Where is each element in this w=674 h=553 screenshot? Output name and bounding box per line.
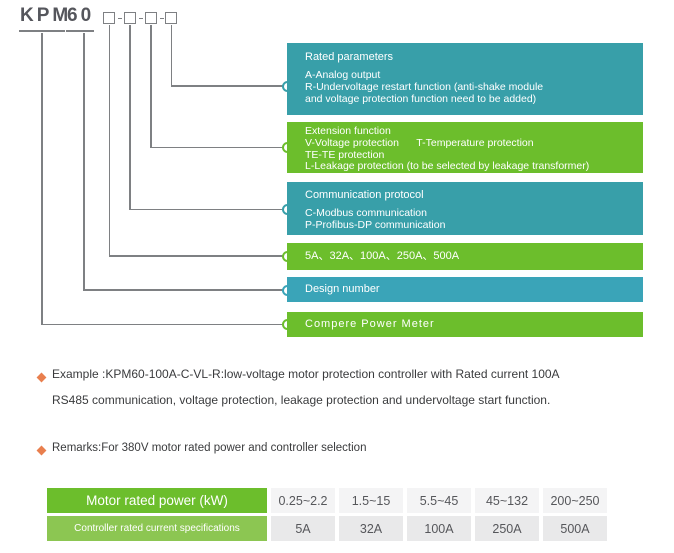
current-spec-cell: 5A [271,516,335,541]
model-placeholder-box-2 [123,12,136,24]
motor-power-cell: 45~132 [475,488,539,513]
number-underline [66,30,94,32]
box-line: P-Profibus-DP communication [305,218,446,231]
bullet-diamond-icon [36,445,47,456]
box-extension-function: Extension function V-Voltage protection … [287,122,643,173]
current-spec-cell: 32A [339,516,403,541]
table-header-current-spec: Controller rated current specifications [47,516,267,541]
box-line: V-Voltage protection T-Temperature prote… [305,136,534,149]
connector-line-field1 [108,25,111,257]
box-line: R-Undervoltage restart function (anti-sh… [305,80,544,93]
box-line: TE-TE protection [305,148,385,161]
box-title: 5A、32A、100A、250A、500A [305,250,460,262]
box-communication-protocol: Communication protocol C-Modbus communic… [287,182,643,235]
dash-separator [159,17,164,20]
prefix-underline [19,30,65,32]
box-compere-power-meter: Compere Power Meter [287,312,643,337]
motor-power-cell: 5.5~45 [407,488,471,513]
connector-line-field4 [170,25,173,87]
box-rated-parameters: Rated parameters A-Analog output R-Under… [287,43,643,115]
box-line: C-Modbus communication [305,207,427,219]
current-spec-cell: 100A [407,516,471,541]
box-design-number: Design number [287,277,643,302]
connector-line-meter [41,323,284,326]
model-number: 60 [67,5,95,26]
motor-power-cell: 0.25~2.2 [271,488,335,513]
connector-line-communication [129,208,284,211]
box-line: L-Leakage protection (to be selected by … [305,160,590,173]
connector-line-current [108,255,285,257]
model-placeholder-box-4 [165,12,177,24]
remarks-text: Remarks:For 380V motor rated power and c… [52,442,367,454]
example-line-2: RS485 communication, voltage protection,… [52,393,551,407]
connector-line-number [83,33,85,291]
selection-table: Motor rated power (kW) 0.25~2.2 1.5~15 5… [47,488,607,541]
box-title: Communication protocol [305,189,424,201]
model-placeholder-box-3 [144,12,157,24]
table-header-motor-power: Motor rated power (kW) [47,488,267,513]
bullet-diamond-icon [36,372,47,383]
box-title: Extension function [305,125,391,137]
connector-line-rated-params [170,85,284,87]
model-placeholder-box-1 [103,12,115,24]
box-current-ratings: 5A、32A、100A、250A、500A [287,243,643,270]
box-title: Compere Power Meter [305,318,435,330]
connector-line-prefix [41,33,43,325]
motor-power-cell: 1.5~15 [339,488,403,513]
connector-line-field3 [150,25,152,148]
motor-power-cell: 200~250 [543,488,607,513]
model-prefix: KPM [20,5,72,26]
connector-line-extension [150,146,284,149]
connector-line-design [83,289,284,291]
box-title: Rated parameters [305,51,394,63]
dash-separator [138,17,143,20]
box-title: Design number [305,283,380,295]
connector-line-field2 [129,25,131,210]
current-spec-cell: 500A [543,516,607,541]
example-line-1: Example :KPM60-100A-C-VL-R:low-voltage m… [52,367,560,381]
box-line: A-Analog output [305,69,381,81]
dash-separator [117,17,122,20]
current-spec-cell: 250A [475,516,539,541]
box-line: and voltage protection function need to … [305,92,537,105]
